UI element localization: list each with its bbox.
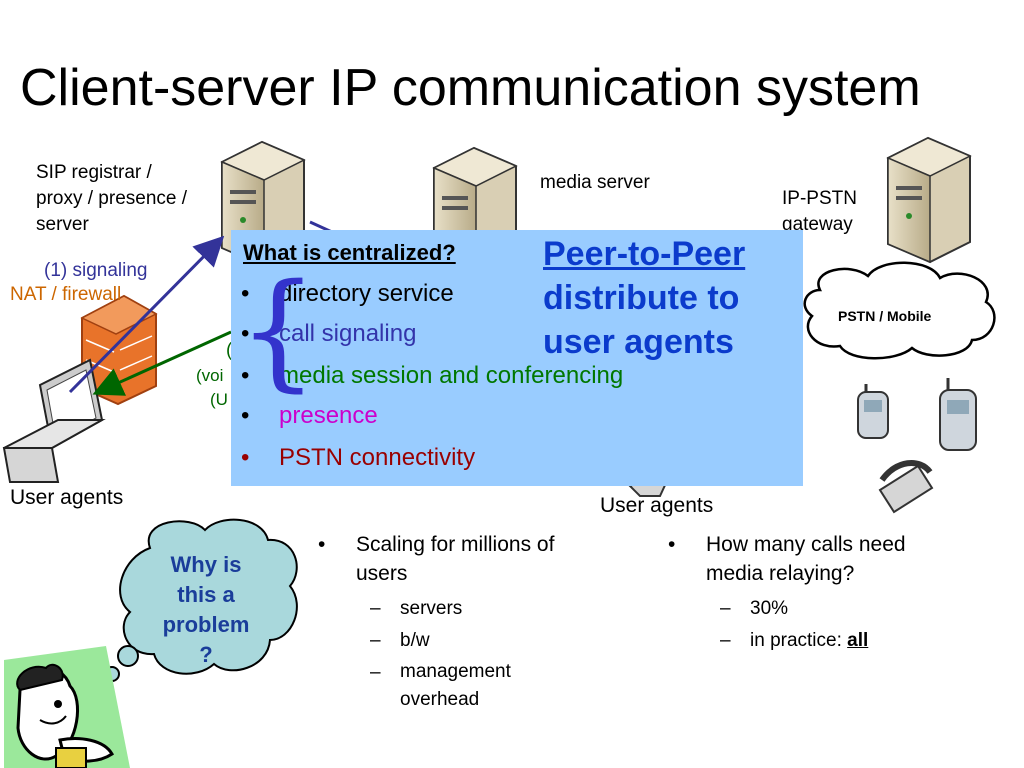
dash-marker: – xyxy=(370,630,381,651)
media-server-label: media server xyxy=(540,172,650,193)
item-directory: directory service xyxy=(279,280,454,307)
nat-label: NAT / firewall xyxy=(10,284,122,305)
media-server-icon xyxy=(432,146,518,233)
pstn-cloud xyxy=(803,261,996,360)
sip-label-line: SIP registrar / xyxy=(36,162,152,183)
practice-prefix: in practice: xyxy=(750,630,848,651)
management-line: overhead xyxy=(400,689,480,710)
gateway-label: IP-PSTN gateway xyxy=(782,186,857,238)
slide-title: Client-server IP communication system xyxy=(20,59,921,117)
thought-bubble xyxy=(104,518,298,682)
sip-label-line: proxy / presence / xyxy=(36,188,188,209)
sub-management: management overhead xyxy=(400,658,511,714)
relay-line: How many calls need xyxy=(706,533,906,556)
bullet-marker: • xyxy=(241,362,250,389)
sub-in-practice: in practice: all xyxy=(750,626,868,655)
management-line: management xyxy=(400,661,511,682)
item-signaling: call signaling xyxy=(279,320,417,347)
dash-marker: – xyxy=(370,598,381,619)
voice-label-partial: (U xyxy=(210,390,228,409)
bullet-marker: • xyxy=(241,320,250,347)
p2p-line: user agents xyxy=(543,323,734,361)
scaling-line: Scaling for millions of xyxy=(356,533,555,556)
sip-label: SIP registrar / proxy / presence / serve… xyxy=(36,160,187,238)
bullet-marker: • xyxy=(241,444,250,471)
mobile-phone-icon xyxy=(939,378,977,451)
bullet-marker: • xyxy=(241,402,250,429)
pstn-cloud-label: PSTN / Mobile xyxy=(838,308,932,324)
scaling-bullet: Scaling for millions of users xyxy=(356,530,554,588)
scaling-line: users xyxy=(356,562,408,585)
item-presence: presence xyxy=(279,402,378,429)
centralized-overlay: What is centralized? • directory service… xyxy=(231,230,803,486)
mobile-phone-icon xyxy=(857,384,889,439)
voice-label-partial: (voi xyxy=(196,366,224,385)
dash-marker: – xyxy=(370,662,381,683)
relay-bullet: How many calls need media relaying? xyxy=(706,530,906,588)
why-problem-text: Why is this a problem ? xyxy=(150,550,262,670)
desk-phone-icon xyxy=(878,459,934,514)
why-line: this a xyxy=(177,582,235,607)
user-agents-right-label: User agents xyxy=(600,494,714,517)
gateway-server-icon xyxy=(886,136,972,264)
signaling-arrow xyxy=(68,235,225,394)
gateway-label-line: IP-PSTN xyxy=(782,188,857,209)
media-arrow xyxy=(92,330,232,396)
why-line: Why is xyxy=(170,552,242,577)
item-media: media session and conferencing xyxy=(279,362,624,389)
laptop-icon xyxy=(2,358,106,483)
p2p-line: distribute to xyxy=(543,279,740,317)
signaling-label: (1) signaling xyxy=(44,260,148,281)
relay-line: media relaying? xyxy=(706,562,855,585)
p2p-heading: Peer-to-Peer distribute to user agents xyxy=(543,232,745,364)
bullet-marker: • xyxy=(241,280,250,307)
sub-servers: servers xyxy=(400,598,463,619)
why-line: problem xyxy=(162,612,250,637)
cartoon-figure-icon xyxy=(4,646,130,768)
sub-30-percent: 30% xyxy=(750,598,789,619)
overlay-question: What is centralized? xyxy=(243,240,456,265)
voice-label-partial: ( xyxy=(226,340,233,361)
gateway-label-line: gateway xyxy=(782,214,853,235)
user-agents-left-label: User agents xyxy=(10,486,124,509)
why-line: ? xyxy=(199,642,213,667)
bullet-marker: • xyxy=(668,533,676,556)
dash-marker: – xyxy=(720,598,731,619)
sub-bw: b/w xyxy=(400,630,430,651)
sip-label-line: server xyxy=(36,214,89,235)
item-pstn: PSTN connectivity xyxy=(279,444,476,471)
p2p-line: Peer-to-Peer xyxy=(543,235,746,273)
brace-symbol: { xyxy=(238,257,319,404)
bullet-marker: • xyxy=(318,533,326,556)
dash-marker: – xyxy=(720,630,731,651)
practice-all: all xyxy=(847,630,869,651)
